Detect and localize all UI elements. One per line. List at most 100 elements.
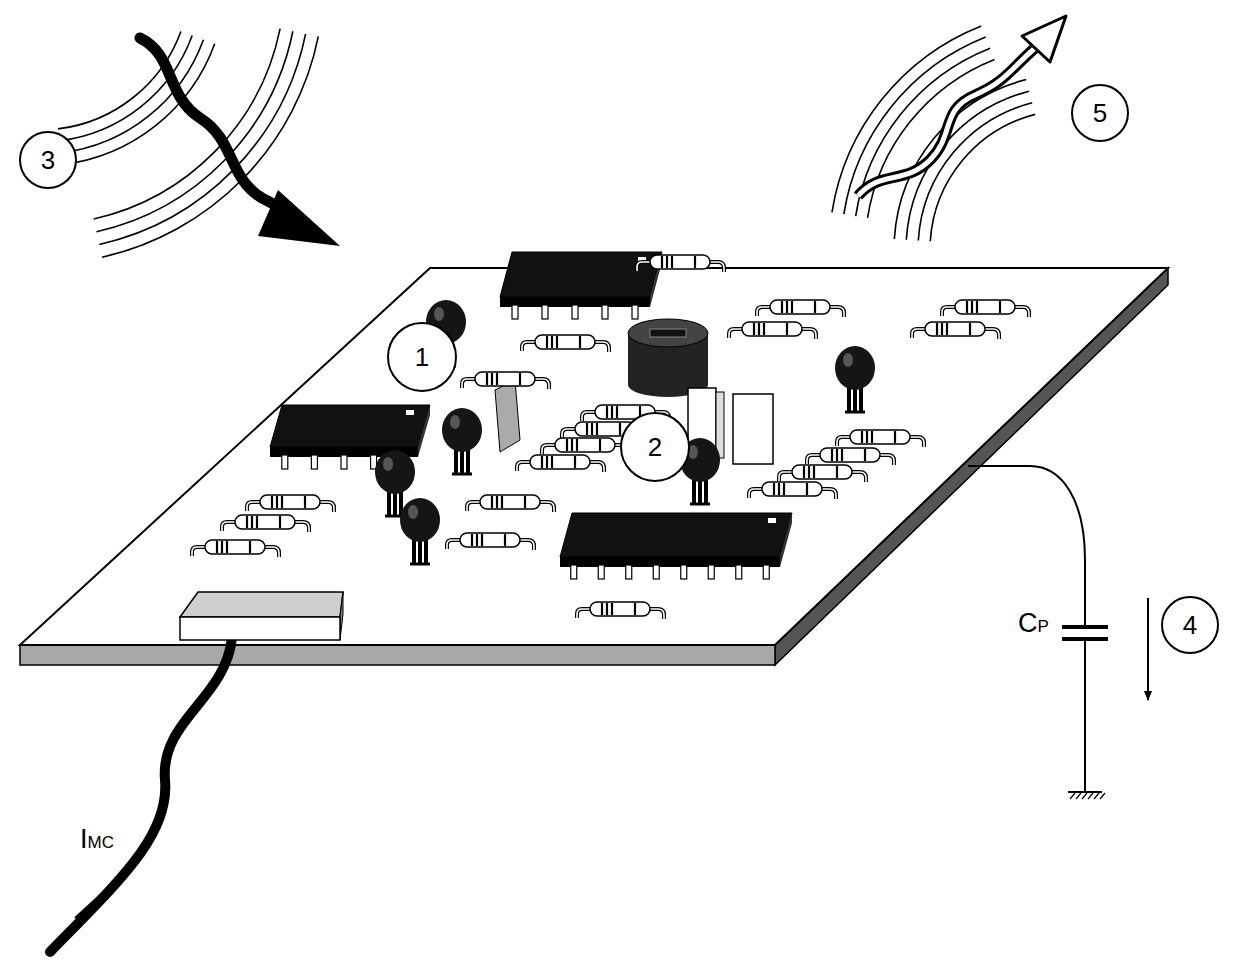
upright-part	[495, 380, 520, 452]
resistor-band	[586, 423, 588, 435]
resistor-band	[783, 483, 785, 495]
ic-top	[270, 405, 430, 447]
resistor-body	[955, 300, 1015, 314]
ic-mark	[406, 410, 414, 415]
ic-top	[500, 252, 662, 297]
wave-3	[58, 29, 340, 257]
resistor-band	[841, 449, 843, 461]
resistor-band	[969, 323, 971, 335]
resistor-band	[576, 439, 578, 451]
resistor-symbol	[222, 515, 309, 532]
resistor-band	[599, 439, 601, 451]
resistor-band	[571, 439, 573, 451]
ground-wire	[1084, 640, 1086, 792]
resistor-band	[601, 603, 603, 615]
resistor-band	[671, 256, 673, 268]
resistor-band	[619, 423, 621, 435]
resistor-band	[946, 323, 948, 335]
ic-chip	[560, 513, 792, 579]
wave-arc	[832, 26, 981, 212]
resistor-body	[460, 533, 520, 547]
ground-hatch	[1070, 793, 1075, 799]
resistor-symbol	[462, 372, 549, 389]
ic-pin	[708, 565, 714, 579]
resistor-band	[574, 456, 576, 468]
ic-pin	[681, 565, 687, 579]
resistor-body	[850, 430, 910, 444]
resistor-band	[666, 256, 668, 268]
resistor-symbol	[807, 448, 894, 465]
ic-pin	[602, 305, 608, 319]
resistor-band	[971, 301, 973, 313]
resistor-band	[541, 456, 543, 468]
transistor-highlight	[408, 505, 418, 519]
ic-pin	[341, 455, 347, 469]
cable	[50, 638, 232, 952]
resistor-band	[256, 516, 258, 528]
resistor-band	[836, 466, 838, 478]
transistor-foot	[845, 411, 865, 414]
resistor-band	[246, 516, 248, 528]
resistor-band	[634, 603, 636, 615]
resistor-band	[758, 323, 760, 335]
resistor-band	[251, 516, 253, 528]
resistor-band	[831, 449, 833, 461]
ground-hatch	[1082, 793, 1087, 799]
callout-number: 1	[415, 344, 429, 370]
resistor-body	[792, 465, 852, 479]
resistor-band	[976, 301, 978, 313]
ic-pin	[626, 565, 632, 579]
transistor-body	[442, 408, 482, 452]
resistor-band	[486, 373, 488, 385]
resistor-band	[216, 541, 218, 553]
ic-side	[780, 513, 792, 567]
ic-pin	[512, 305, 518, 319]
resistor-symbol	[779, 465, 866, 482]
resistor-body	[235, 515, 295, 529]
resistor-band	[786, 323, 788, 335]
signal-label: CP	[1018, 610, 1049, 637]
transistor-foot	[690, 503, 710, 506]
resistor-band	[591, 423, 593, 435]
connector-front	[180, 617, 340, 640]
resistor-body	[650, 255, 710, 269]
resistor-band	[504, 534, 506, 546]
resistor-band	[611, 603, 613, 615]
parasitic-capacitor	[968, 466, 1148, 799]
resistor-symbol	[517, 455, 604, 472]
resistor-band	[753, 323, 755, 335]
resistor-band	[281, 496, 283, 508]
current-arrow	[75, 864, 134, 918]
transistor-body	[400, 498, 440, 542]
resistor-band	[481, 534, 483, 546]
ic-side	[418, 405, 430, 457]
resistor-band	[813, 466, 815, 478]
transistor-foot	[410, 563, 430, 566]
ic-pin	[311, 455, 317, 469]
resistor-symbol	[447, 533, 534, 550]
callout-circle: 5	[1071, 84, 1129, 142]
resistor-band	[551, 456, 553, 468]
resistor-band	[694, 256, 696, 268]
resistor-symbol	[837, 430, 924, 447]
resistor-band	[221, 541, 223, 553]
box-capacitor-side	[716, 392, 724, 458]
resistor-band	[579, 336, 581, 348]
resistor-symbol	[942, 300, 1029, 317]
resistor-band	[606, 406, 608, 418]
wave-arc	[58, 31, 181, 128]
callout-circle: 1	[387, 322, 457, 392]
resistor-band	[864, 449, 866, 461]
resistor-band	[566, 439, 568, 451]
ic-pin	[282, 455, 288, 469]
resistor-symbol	[542, 438, 629, 455]
ic-pin	[736, 565, 742, 579]
resistor-symbol	[912, 322, 999, 339]
resistor-symbol	[757, 300, 844, 317]
resistor-band	[836, 449, 838, 461]
ic-pin	[598, 565, 604, 579]
transistor-highlight	[843, 353, 853, 367]
circuit-board	[20, 268, 1168, 665]
resistor-body	[260, 495, 320, 509]
capacitor-wire	[968, 466, 1085, 626]
